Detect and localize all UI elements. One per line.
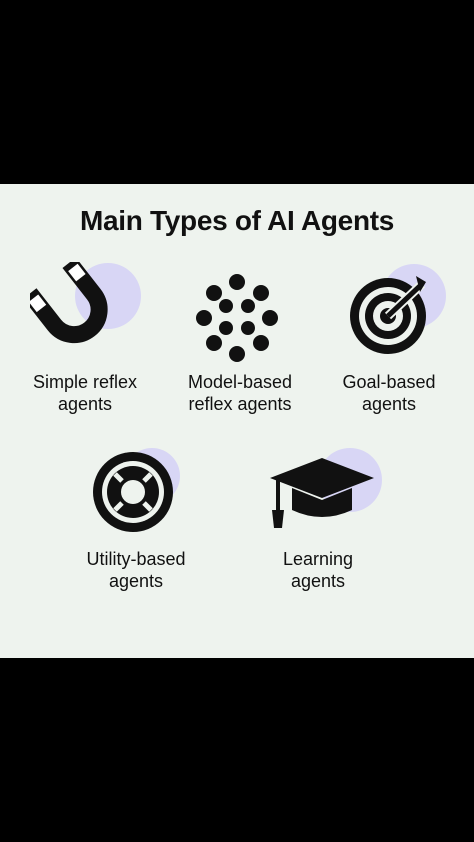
agent-label-learning: Learning agents [282,549,354,591]
page-title: Main Types of AI Agents [79,205,395,236]
target-icon [350,264,446,354]
magnet-icon [30,262,141,344]
agent-label-utility-based: Utility-based agents [86,549,186,591]
dots-cluster-icon [196,274,278,362]
agent-label-simple-reflex: Simple reflex agents [32,372,138,414]
agent-label-model-based: Model-based reflex agents [187,372,293,414]
agent-label-goal-based: Goal-based agents [342,372,436,414]
lifebuoy-icon [93,448,180,532]
graduation-cap-icon [270,448,382,528]
